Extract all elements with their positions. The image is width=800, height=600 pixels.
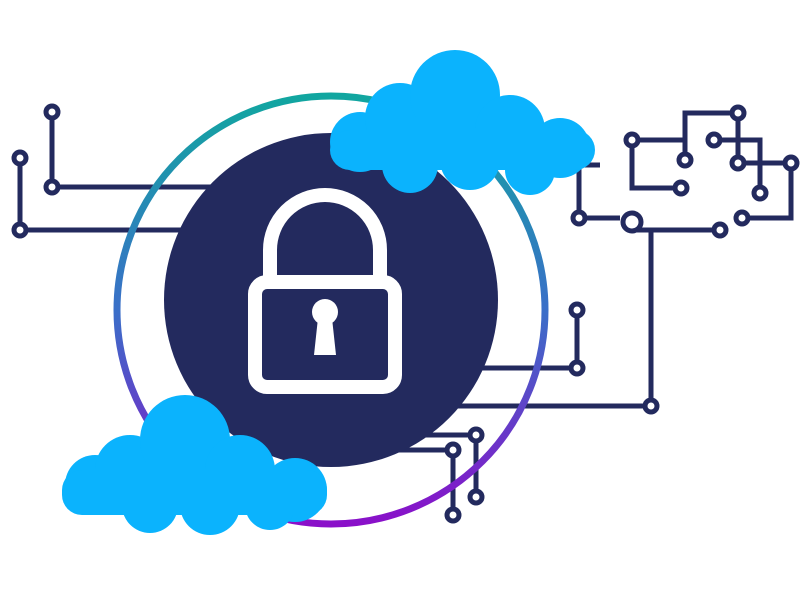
- gradient-ring: [113, 92, 549, 528]
- cloud-icon-top: [330, 50, 595, 195]
- padlock-icon: [248, 188, 402, 394]
- keyhole-icon: [312, 299, 338, 355]
- cloud-icon-bottom: [62, 395, 327, 535]
- lock-badge: [164, 133, 498, 467]
- circuit-nodes: [11, 103, 800, 524]
